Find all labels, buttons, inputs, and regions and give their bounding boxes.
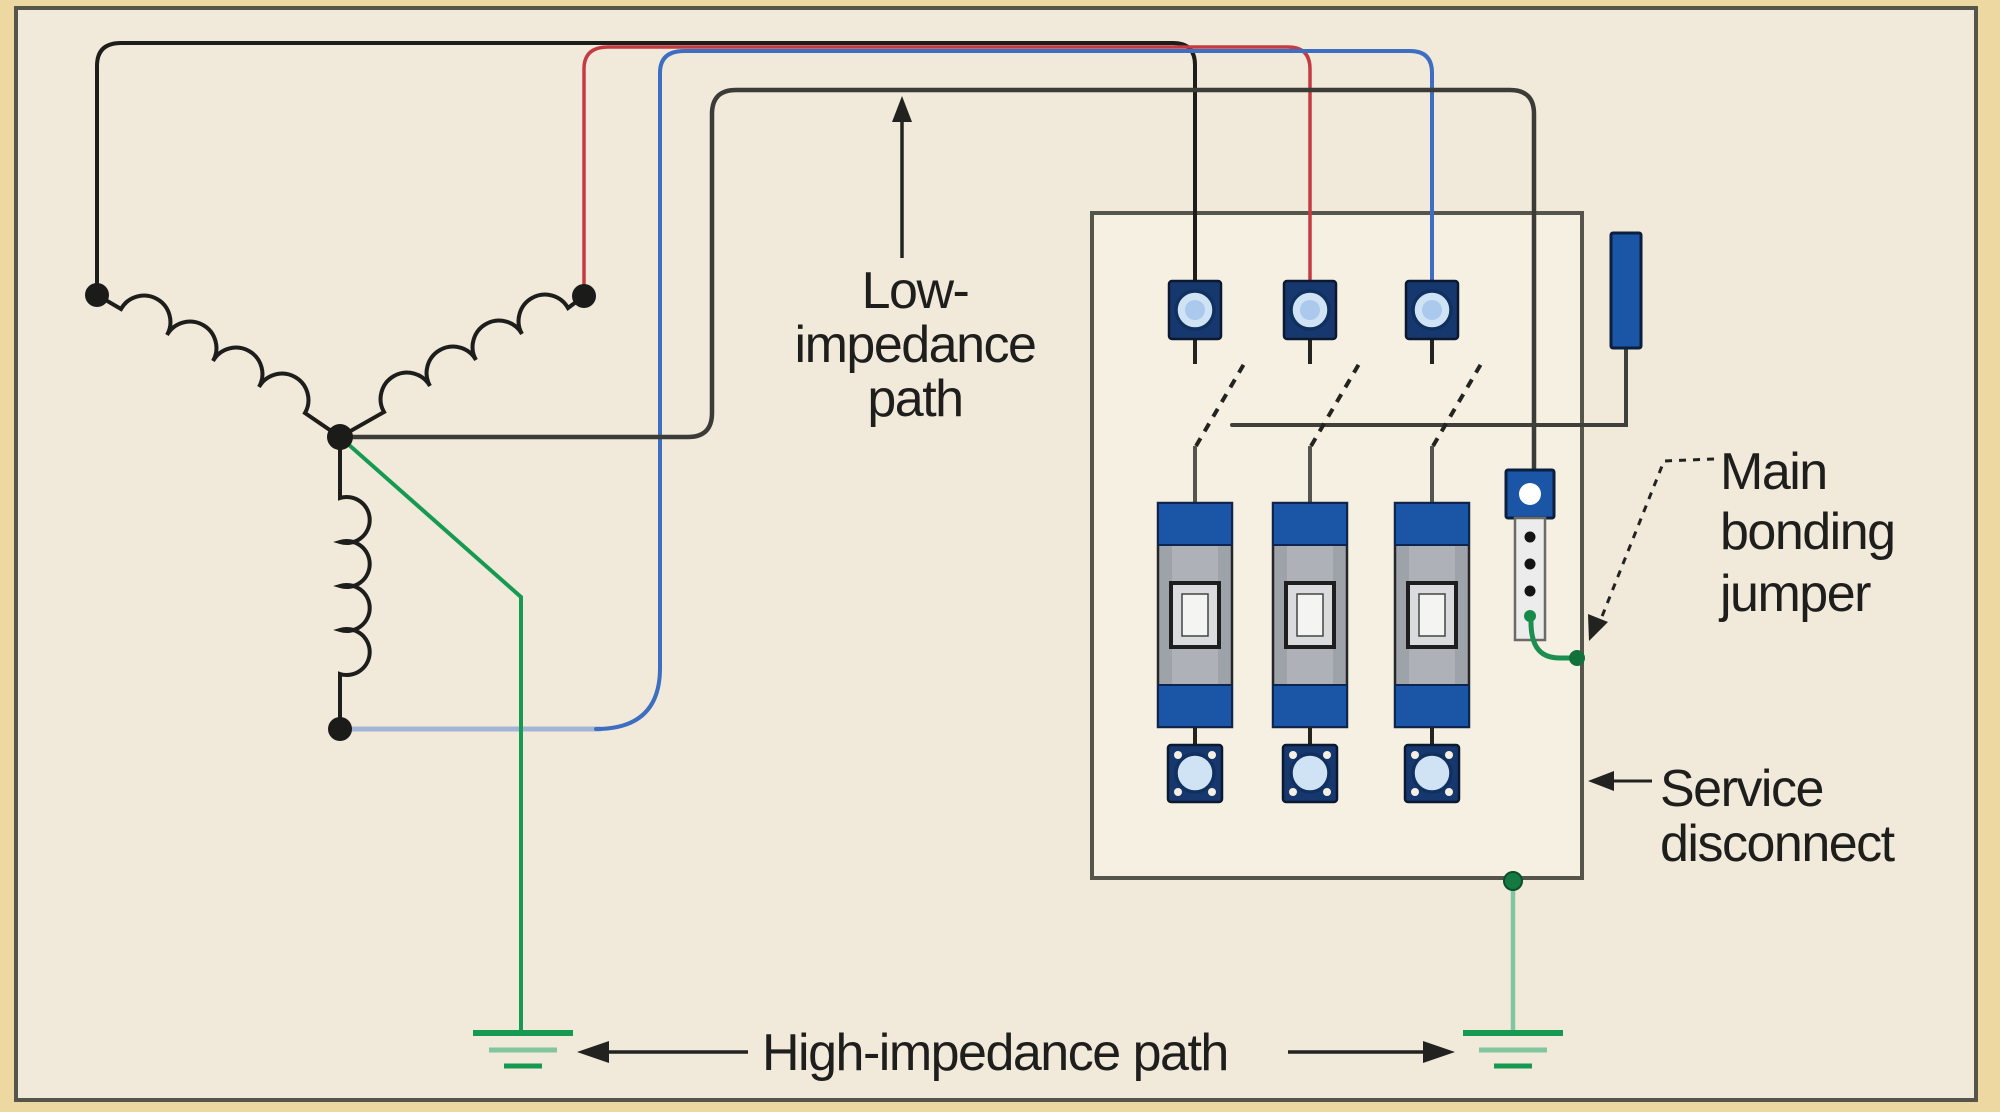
breaker-column-1 — [1156, 279, 1246, 804]
lug-corner-dot — [1289, 751, 1297, 759]
neutral-bus-head-hole — [1519, 483, 1541, 505]
lug-corner-dot — [1411, 788, 1419, 796]
service-disconnect-line1: Service — [1660, 760, 1823, 818]
neutral-bus — [1504, 468, 1585, 666]
bonding-jumper-leader-line — [1595, 457, 1715, 630]
main-bonding-line1: Main — [1720, 443, 1827, 501]
phase-a-wire — [95, 41, 1197, 297]
high-impedance-label: High-impedance path — [577, 1024, 1455, 1082]
breaker-column-3 — [1393, 279, 1483, 804]
lug-terminal-icon — [1174, 752, 1216, 794]
load-lug — [1281, 743, 1339, 804]
surge-arrester-bar — [1609, 231, 1643, 350]
lug-corner-dot — [1323, 751, 1331, 759]
main-bonding-jumper-wire — [1528, 619, 1573, 661]
arrow-left-icon — [1588, 771, 1614, 791]
main-bonding-line2: bonding — [1720, 503, 1895, 561]
transformer-nodes — [85, 283, 596, 741]
circuit-breaker — [1156, 501, 1234, 729]
lug-terminal-icon — [1289, 752, 1331, 794]
arrow-right-icon — [1423, 1041, 1455, 1063]
terminal-node-phase-b — [572, 284, 596, 308]
terminal-node-phase-c — [328, 717, 352, 741]
lug-corner-dot — [1208, 788, 1216, 796]
breaker-handle — [1296, 593, 1324, 637]
breaker-top-band — [1157, 502, 1233, 546]
panel-internals — [1156, 231, 1643, 804]
ground-symbol-left — [473, 1030, 573, 1069]
neutral-wire — [337, 87, 1537, 475]
coil-phase-b — [338, 292, 586, 439]
grounding-conductors — [338, 435, 1563, 1069]
arrow-left-icon — [577, 1041, 609, 1063]
service-conductors — [95, 41, 1537, 732]
service-disconnect-line2: disconnect — [1660, 815, 1896, 873]
diagram-frame — [14, 6, 1978, 1102]
breaker-top-band — [1394, 502, 1470, 546]
circuit-breaker — [1271, 501, 1349, 729]
lug-corner-dot — [1323, 788, 1331, 796]
high-impedance-text: High-impedance path — [762, 1024, 1228, 1082]
coil-phase-a — [95, 293, 342, 439]
lug-corner-dot — [1411, 751, 1419, 759]
panel-ground-node — [1503, 871, 1523, 891]
arrow-up-icon — [892, 96, 912, 122]
breaker-top-band — [1272, 502, 1348, 546]
coil-phase-c — [333, 435, 372, 719]
main-bonding-line3: jumper — [1718, 565, 1871, 623]
low-impedance-line2: impedance — [795, 316, 1036, 374]
breaker-bottom-band — [1272, 684, 1348, 728]
bonding-jumper-node — [1569, 650, 1585, 666]
lug-corner-dot — [1445, 788, 1453, 796]
bus-terminal-dot — [1524, 531, 1536, 543]
grounding-electrode-conductor-left — [338, 435, 523, 1033]
breaker-bottom-band — [1394, 684, 1470, 728]
main-bonding-jumper-label: Main bonding jumper — [1588, 443, 1896, 641]
breaker-bottom-band — [1157, 684, 1233, 728]
line-side-bus — [1230, 346, 1628, 427]
lug-terminal-icon — [1411, 752, 1453, 794]
lug-corner-dot — [1289, 788, 1297, 796]
arrow-down-left-icon — [1588, 614, 1608, 641]
meter-ct-inner — [1300, 300, 1320, 320]
lug-corner-dot — [1208, 751, 1216, 759]
lug-corner-dot — [1445, 751, 1453, 759]
low-impedance-line1: Low- — [862, 262, 969, 320]
load-lug — [1166, 743, 1224, 804]
lug-corner-dot — [1174, 751, 1182, 759]
phase-b-wire — [582, 45, 1312, 298]
phase-c-wire — [594, 49, 1434, 731]
bus-terminal-dot — [1524, 585, 1536, 597]
bus-terminal-dot-green — [1524, 610, 1536, 622]
load-lug — [1403, 743, 1461, 804]
circuit-breaker — [1393, 501, 1471, 729]
breaker-handle — [1418, 593, 1446, 637]
meter-ct-inner — [1422, 300, 1442, 320]
bus-terminal-dot — [1524, 558, 1536, 570]
low-impedance-line3: path — [867, 370, 962, 428]
breaker-column-2 — [1271, 279, 1361, 804]
service-disconnect-label: Service disconnect — [1588, 760, 1897, 873]
lug-corner-dot — [1174, 788, 1182, 796]
neutral-center-node — [327, 424, 353, 450]
breaker-handle — [1181, 593, 1209, 637]
terminal-node-phase-a — [85, 283, 109, 307]
ground-symbol-right — [1463, 1030, 1563, 1069]
low-impedance-label: Low- impedance path — [795, 96, 1037, 428]
annotations: Low- impedance path High-impedance path … — [577, 96, 1897, 1082]
wye-transformer — [95, 292, 586, 719]
meter-ct-inner — [1185, 300, 1205, 320]
